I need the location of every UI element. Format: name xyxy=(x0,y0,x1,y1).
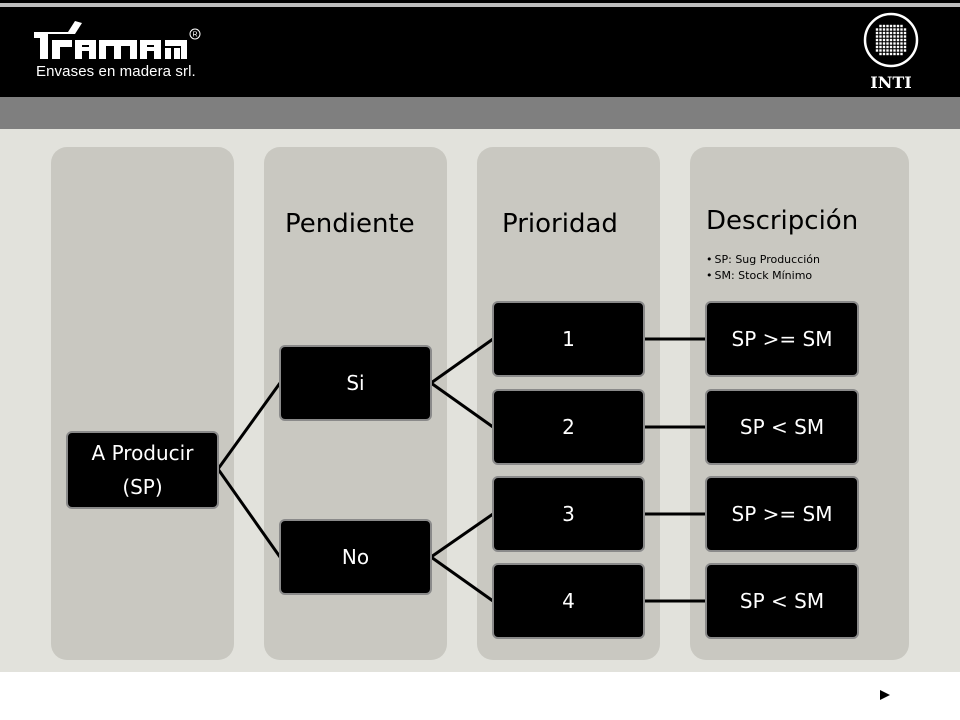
note-sp: SP: Sug Producción xyxy=(706,252,821,268)
node-branch-no: No xyxy=(279,519,432,595)
brand-tagline: Envases en madera srl. xyxy=(36,63,196,80)
inti-logo: INTI xyxy=(863,12,919,92)
node-priority-4: 4 xyxy=(492,563,645,639)
node-priority-3: 3 xyxy=(492,476,645,552)
gray-band xyxy=(0,97,960,129)
node-root-line2: (SP) xyxy=(122,475,163,499)
play-icon[interactable] xyxy=(879,689,891,701)
note-sm: SM: Stock Mínimo xyxy=(706,268,820,284)
column-root xyxy=(51,147,234,660)
registered-mark-icon: R xyxy=(189,28,201,40)
node-priority-1: 1 xyxy=(492,301,645,377)
node-description-2: SP < SM xyxy=(705,389,859,465)
header-rule xyxy=(0,3,960,7)
node-description-1: SP >= SM xyxy=(705,301,859,377)
svg-text:R: R xyxy=(192,32,197,39)
node-description-4: SP < SM xyxy=(705,563,859,639)
column-heading-descripcion: Descripción xyxy=(706,206,859,236)
legend-notes: SP: Sug Producción SM: Stock Mínimo xyxy=(706,252,821,284)
svg-text:INTI: INTI xyxy=(870,73,912,92)
column-heading-pendiente: Pendiente xyxy=(285,209,415,239)
node-root: A Producir (SP) xyxy=(66,431,219,509)
footer xyxy=(0,672,960,720)
node-branch-si: Si xyxy=(279,345,432,421)
node-root-line1: A Producir xyxy=(91,441,194,465)
trama-logo xyxy=(34,21,187,59)
node-priority-2: 2 xyxy=(492,389,645,465)
node-description-3: SP >= SM xyxy=(705,476,859,552)
column-heading-prioridad: Prioridad xyxy=(502,209,618,239)
